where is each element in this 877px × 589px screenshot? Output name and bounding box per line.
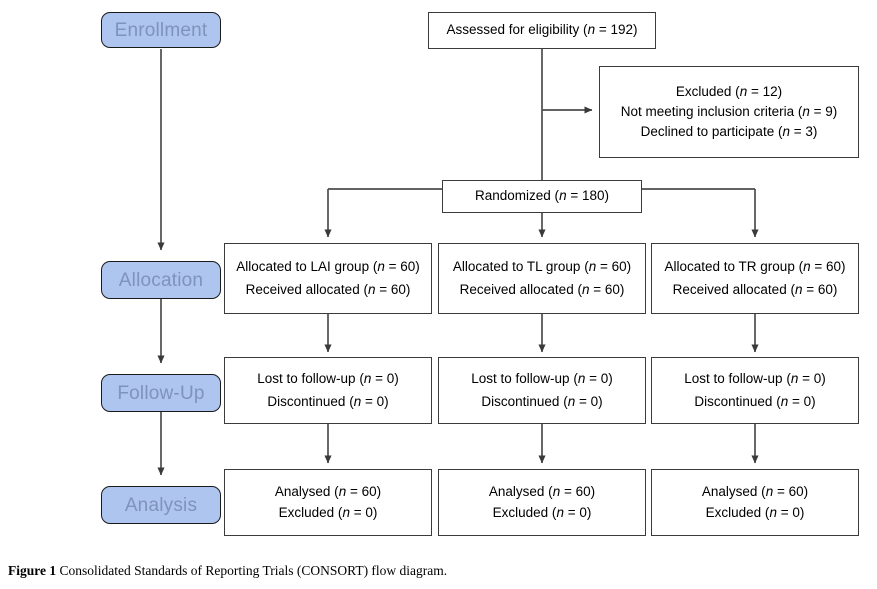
box-analysis-lai: Analysed (n = 60) Excluded (n = 0) — [224, 469, 432, 536]
figure-caption-label: Figure 1 — [8, 563, 57, 578]
box-excluded: Excluded (n = 12) Not meeting inclusion … — [599, 66, 859, 158]
allocation-tl-line-1: Allocated to TL group (n = 60) — [452, 259, 632, 275]
excluded-line-2: Not meeting inclusion criteria (n = 9) — [620, 103, 838, 119]
stage-label-followup: Follow-Up — [101, 374, 221, 412]
box-followup-lai: Lost to follow-up (n = 0) Discontinued (… — [224, 357, 432, 424]
stage-label-analysis-text: Analysis — [124, 494, 198, 516]
figure-caption-text: Consolidated Standards of Reporting Tria… — [59, 563, 448, 578]
stage-label-analysis: Analysis — [101, 486, 221, 524]
assessed-line-1: Assessed for eligibility (n = 192) — [446, 22, 638, 38]
stage-label-followup-text: Follow-Up — [117, 382, 205, 404]
allocation-tr-line-2: Received allocated (n = 60) — [672, 281, 838, 297]
analysis-tr-line-1: Analysed (n = 60) — [701, 484, 809, 500]
followup-tr-line-2: Discontinued (n = 0) — [694, 393, 816, 409]
box-followup-tl: Lost to follow-up (n = 0) Discontinued (… — [438, 357, 646, 424]
stage-label-allocation-text: Allocation — [118, 269, 204, 291]
analysis-tr-line-2: Excluded (n = 0) — [705, 504, 805, 520]
stage-label-enrollment-text: Enrollment — [114, 19, 208, 41]
allocation-tr-line-1: Allocated to TR group (n = 60) — [664, 259, 846, 275]
randomized-line-1: Randomized (n = 180) — [475, 188, 609, 204]
allocation-tl-line-2: Received allocated (n = 60) — [459, 281, 625, 297]
followup-lai-line-1: Lost to follow-up (n = 0) — [257, 371, 399, 387]
box-randomized: Randomized (n = 180) — [442, 180, 642, 213]
box-analysis-tr: Analysed (n = 60) Excluded (n = 0) — [651, 469, 859, 536]
followup-tl-line-1: Lost to follow-up (n = 0) — [471, 371, 613, 387]
figure-caption: Figure 1 Consolidated Standards of Repor… — [8, 563, 447, 579]
excluded-line-1: Excluded (n = 12) — [675, 83, 783, 99]
followup-lai-line-2: Discontinued (n = 0) — [267, 393, 389, 409]
followup-tr-line-1: Lost to follow-up (n = 0) — [684, 371, 826, 387]
excluded-line-3: Declined to participate (n = 3) — [640, 124, 818, 140]
box-allocation-tl: Allocated to TL group (n = 60) Received … — [438, 243, 646, 314]
box-followup-tr: Lost to follow-up (n = 0) Discontinued (… — [651, 357, 859, 424]
box-assessed-for-eligibility: Assessed for eligibility (n = 192) — [428, 12, 656, 49]
allocation-lai-line-1: Allocated to LAI group (n = 60) — [236, 259, 420, 275]
analysis-tl-line-1: Analysed (n = 60) — [488, 484, 596, 500]
followup-tl-line-2: Discontinued (n = 0) — [481, 393, 603, 409]
box-analysis-tl: Analysed (n = 60) Excluded (n = 0) — [438, 469, 646, 536]
box-allocation-tr: Allocated to TR group (n = 60) Received … — [651, 243, 859, 314]
box-allocation-lai: Allocated to LAI group (n = 60) Received… — [224, 243, 432, 314]
stage-label-allocation: Allocation — [101, 261, 221, 299]
analysis-tl-line-2: Excluded (n = 0) — [492, 504, 592, 520]
stage-label-enrollment: Enrollment — [101, 12, 221, 48]
allocation-lai-line-2: Received allocated (n = 60) — [245, 281, 411, 297]
analysis-lai-line-2: Excluded (n = 0) — [278, 504, 378, 520]
analysis-lai-line-1: Analysed (n = 60) — [274, 484, 382, 500]
